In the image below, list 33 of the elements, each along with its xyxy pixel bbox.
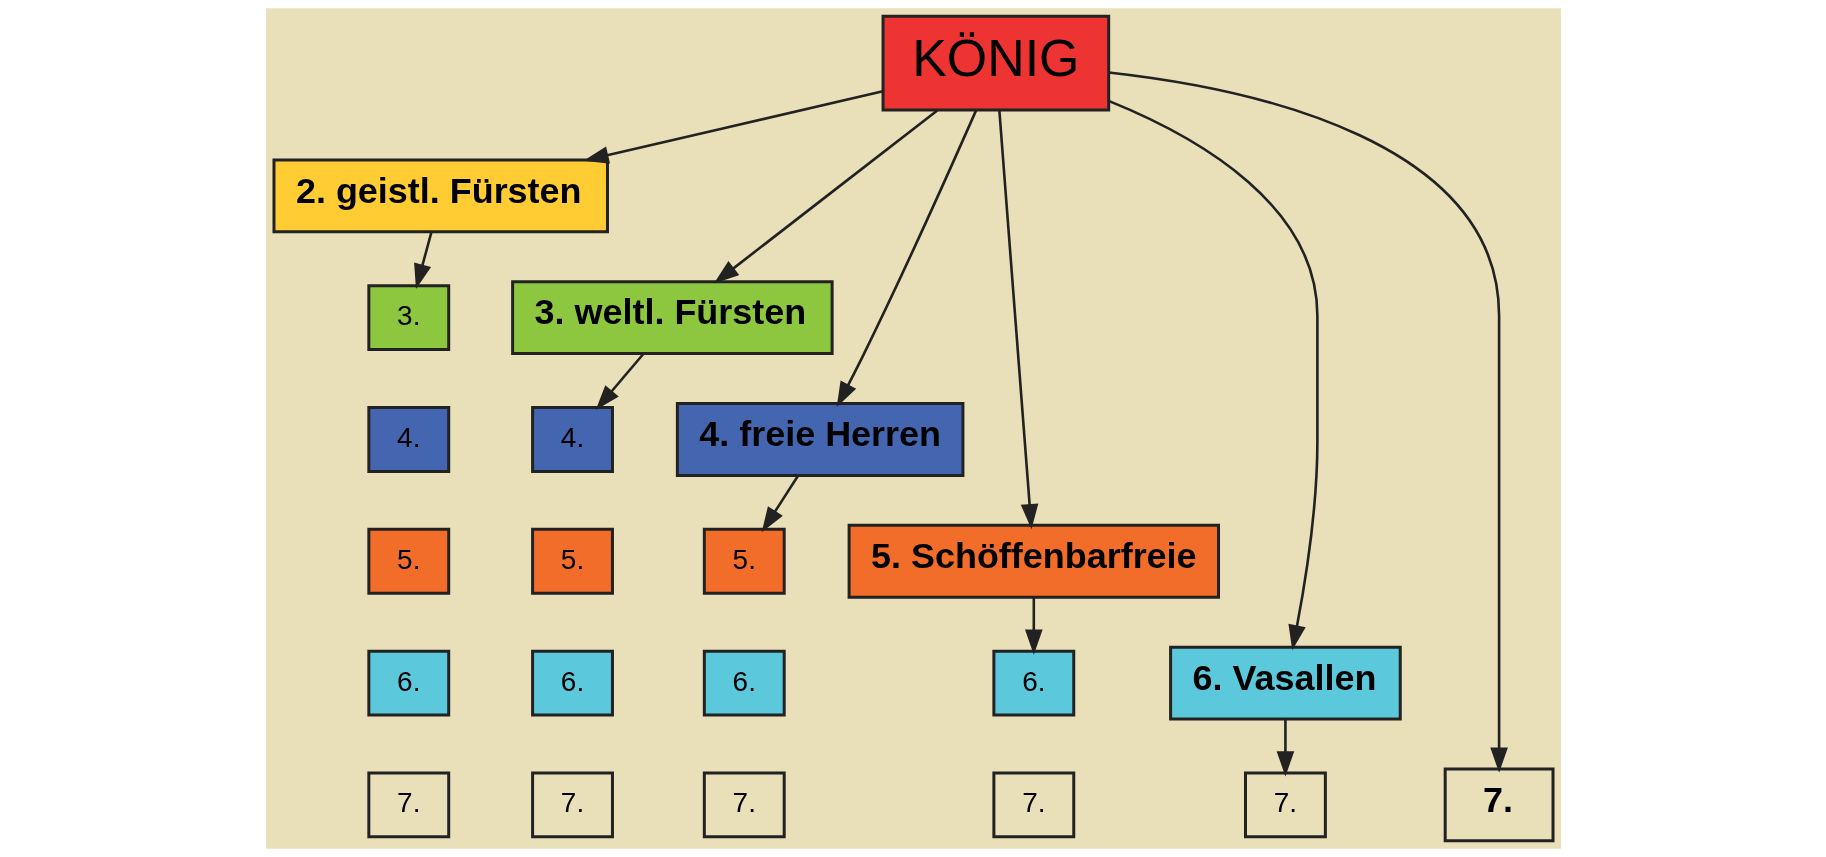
arrow <box>1024 597 1043 655</box>
node-box: 5. <box>366 527 450 595</box>
node-box: 3. <box>366 284 450 352</box>
node-box: 6. <box>991 649 1075 717</box>
arrow <box>595 352 644 411</box>
arrow <box>997 110 1038 530</box>
arrow <box>1276 719 1294 777</box>
node-box: 7. <box>530 771 614 839</box>
node-box: 7. <box>1443 767 1554 843</box>
node-box: 4. freie Herren <box>675 402 964 477</box>
arrow <box>1108 71 1508 773</box>
arrow <box>713 109 938 284</box>
node-box: 6. Vasallen <box>1168 645 1402 721</box>
node-box: 4. <box>366 406 450 473</box>
node-box: 6. <box>530 649 614 717</box>
arrow <box>1108 99 1319 651</box>
node-box: 7. <box>991 771 1075 839</box>
node-box: 6. <box>702 649 786 717</box>
node-box: 3. weltl. Fürsten <box>510 280 834 356</box>
arrow <box>413 231 433 290</box>
arrow <box>836 109 977 407</box>
node-box: 6. <box>366 649 450 717</box>
node-box: 5. Schöffenbarfreie <box>847 523 1220 599</box>
node-box: 7. <box>702 771 786 839</box>
node-box: 2. geistl. Fürsten <box>272 158 609 234</box>
node-box: 7. <box>1243 771 1327 839</box>
node-box: KÖNIG <box>881 14 1110 112</box>
node-box: 5. <box>702 527 786 595</box>
node-box: 4. <box>530 406 614 473</box>
node-box: 5. <box>530 527 614 595</box>
arrow <box>583 90 883 164</box>
arrow <box>761 474 799 533</box>
node-box: 7. <box>366 771 450 839</box>
